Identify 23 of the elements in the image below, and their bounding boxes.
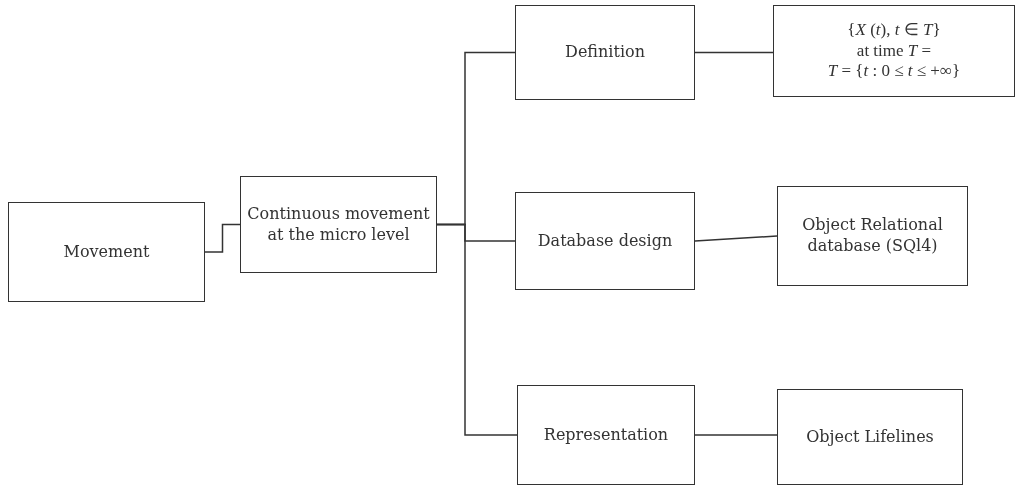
formula-text: {X (t), t ∈ T} [847,20,941,41]
box-label: Representation [543,424,669,446]
box-label: Object Lifelines [806,426,934,448]
box-label: Continuous movement at the micro level [246,203,431,246]
box-label: Definition [565,42,645,63]
process-box [777,389,963,485]
box-label: Movement [63,241,150,263]
process-box [240,176,437,273]
connector-line [694,235,778,242]
connector-line [204,223,241,253]
box-label: Database design [537,230,673,252]
process-box [777,186,968,286]
process-box [515,192,695,290]
connector-line [694,434,778,436]
connector-line [694,51,774,54]
formula-text: at time T = [856,40,932,62]
process-box [515,5,695,100]
formula-box [773,5,1015,97]
box-label: Object Relational database (SQl4) [801,215,944,257]
process-box [8,202,205,302]
connector-line [436,223,518,436]
process-box [517,385,695,485]
formula-text: T = {t : 0 ≤ t ≤ +∞} [827,61,961,82]
